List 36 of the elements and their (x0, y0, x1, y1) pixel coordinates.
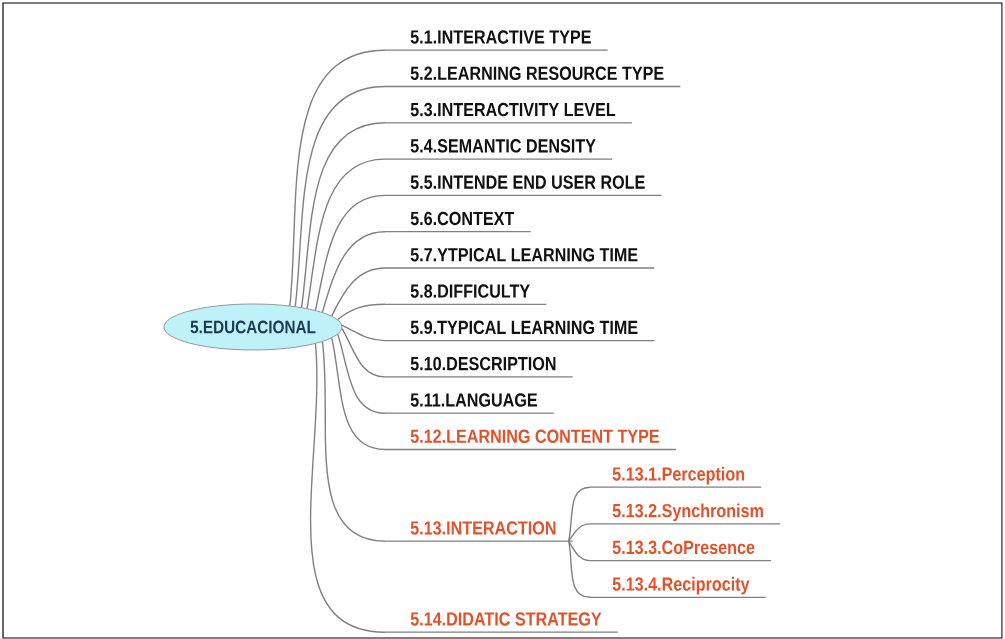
underlined-topic: 5.9.TYPICAL LEARNING TIME (384, 320, 655, 342)
underlined-topic: 5.13.1.Perception (589, 466, 762, 488)
branch-line (321, 231, 386, 313)
branch-line (300, 122, 386, 309)
branch-line (310, 343, 386, 633)
underlined-topic: 5.12.LEARNING CONTENT TYPE (384, 429, 677, 451)
underlined-topic: 5.14.DIDATIC STRATEGY (384, 612, 619, 633)
branch-line (306, 158, 386, 310)
branch-line (567, 540, 591, 562)
branch-line (321, 341, 386, 542)
underlined-topic: 5.13.4.Reciprocity (589, 576, 767, 598)
underlined-topic: 5.13.2.Synchronism (589, 503, 781, 525)
underlined-topic: 5.4.SEMANTIC DENSITY (384, 139, 613, 160)
branch-line (289, 49, 386, 307)
branch-line (294, 85, 386, 308)
branch-line (341, 324, 386, 342)
underlined-topic: 5.13.3.CoPresence (589, 540, 772, 562)
underlined-topic: 5.3.INTERACTIVITY LEVEL (384, 102, 633, 124)
underlined-topic: 5.1.INTERACTIVE TYPE (384, 30, 609, 51)
branch-line (337, 333, 386, 414)
branch-line (567, 540, 591, 598)
underlined-topic: 5.5.INTENDE END USER ROLE (384, 175, 663, 197)
underlined-topic: 5.6.CONTEXT (384, 211, 532, 233)
underlined-topic: 5.13.INTERACTION (384, 521, 574, 542)
branch-line (314, 194, 386, 311)
branch-line (331, 337, 386, 451)
underlined-topic: 5.8.DIFFICULTY (384, 284, 547, 305)
branch-line (567, 486, 591, 542)
underlined-topic: 5.11.LANGUAGE (384, 393, 555, 414)
underlined-topic: 5.10.DESCRIPTION (384, 356, 574, 378)
branch-line (337, 303, 386, 321)
underlined-topic: 5.7.YTPICAL LEARNING TIME (384, 248, 655, 269)
branch-line (331, 267, 386, 317)
underlined-topic: 5.2.LEARNING RESOURCE TYPE (384, 66, 681, 88)
branch-line (341, 327, 386, 378)
branch-line (567, 523, 591, 542)
